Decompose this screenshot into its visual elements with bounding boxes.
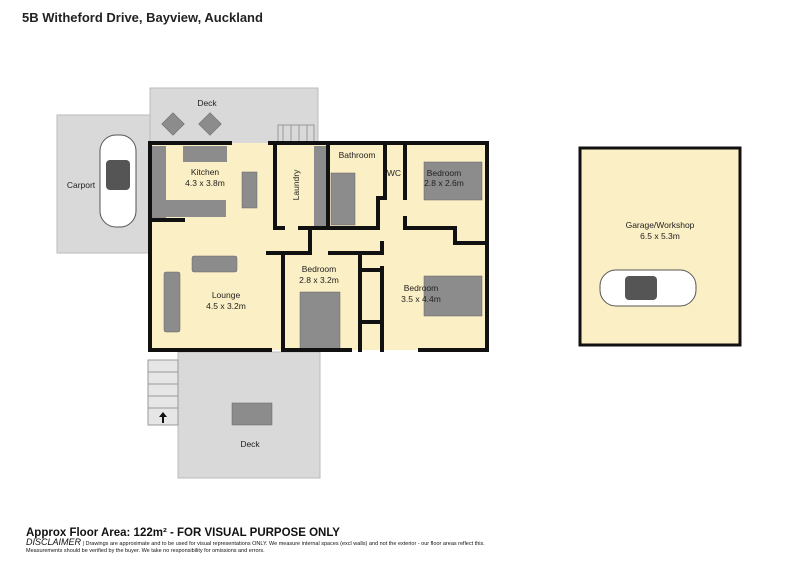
label-deck-bottom: Deck — [240, 439, 260, 449]
deck-top — [149, 87, 319, 145]
label-lounge: Lounge — [212, 290, 241, 300]
footer: Approx Floor Area: 122m² - FOR VISUAL PU… — [26, 527, 496, 554]
bed — [423, 275, 483, 317]
disclaimer-label: DISCLAIMER — [26, 537, 82, 547]
label-laundry: Laundry — [291, 169, 301, 200]
walls — [148, 141, 489, 352]
disclaimer-text: | Drawings are approximate and to be use… — [26, 541, 485, 554]
sofa — [163, 271, 181, 333]
arrow-up-icon — [159, 412, 167, 423]
label-carport: Carport — [67, 180, 96, 190]
stair-steps — [148, 125, 308, 409]
car-carport — [99, 134, 137, 228]
label-kitchen: Kitchen — [191, 167, 220, 177]
car-garage — [599, 269, 697, 307]
chair — [161, 112, 185, 136]
bed — [299, 291, 341, 351]
label-bedroom2: Bedroom — [302, 264, 337, 274]
label-bedroom3-size: 3.5 x 4.4m — [401, 294, 441, 304]
label-bathroom: Bathroom — [339, 150, 376, 160]
property-address: 5B Witheford Drive, Bayview, Auckland — [22, 10, 263, 25]
chair — [198, 112, 222, 136]
label-kitchen-size: 4.3 x 3.8m — [185, 178, 225, 188]
label-lounge-size: 4.5 x 3.2m — [206, 301, 246, 311]
label-bedroom1: Bedroom — [427, 168, 462, 178]
bed — [423, 161, 483, 201]
disclaimer: DISCLAIMER | Drawings are approximate an… — [26, 537, 496, 554]
garage-floor — [578, 146, 742, 347]
sofa — [191, 255, 238, 273]
label-garage: Garage/Workshop — [626, 220, 695, 230]
label-bedroom3: Bedroom — [404, 283, 439, 293]
label-bedroom1-size: 2.8 x 2.6m — [424, 178, 464, 188]
dining-table — [231, 402, 273, 426]
floor-area: Approx Floor Area: 122m² - FOR VISUAL PU… — [26, 527, 340, 539]
label-garage-size: 6.5 x 5.3m — [640, 231, 680, 241]
label-deck-top: Deck — [197, 98, 217, 108]
label-bedroom2-size: 2.8 x 3.2m — [299, 275, 339, 285]
label-wc: WC — [387, 168, 401, 178]
bathtub — [330, 172, 356, 226]
dining-table — [241, 171, 258, 209]
